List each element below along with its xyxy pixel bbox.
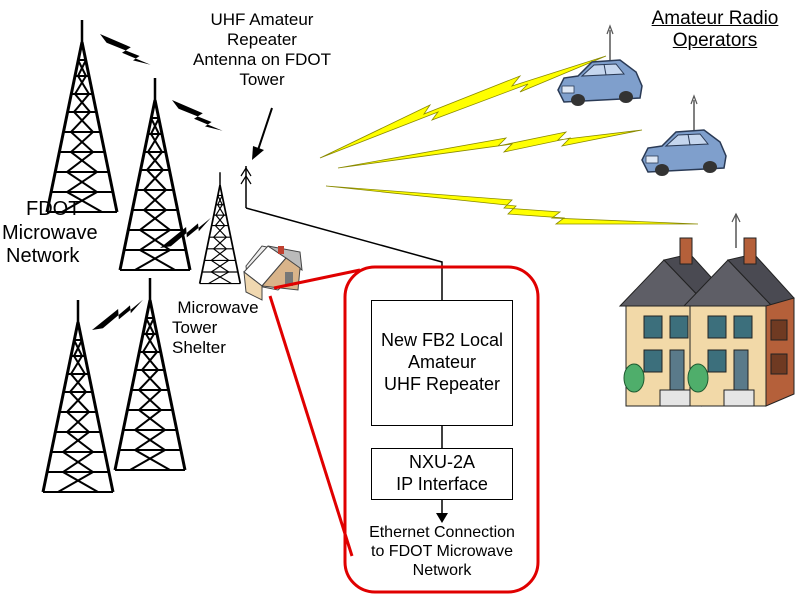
tower-icon bbox=[45, 18, 119, 214]
house-icon bbox=[683, 237, 795, 407]
repeater-box-line: UHF Repeater bbox=[383, 373, 501, 394]
lightning-icon bbox=[325, 185, 699, 225]
shelter-label-line: Shelter bbox=[172, 338, 226, 358]
shelter-icon bbox=[243, 245, 303, 301]
tower-icon bbox=[41, 298, 115, 494]
repeater-box-line: New FB2 Local bbox=[380, 330, 504, 351]
ethernet-label-line: to FDOT Microwave bbox=[371, 542, 513, 560]
connection-arrow bbox=[436, 426, 448, 523]
lightning-icon bbox=[172, 100, 223, 131]
antenna-icon bbox=[240, 166, 252, 208]
operators-label: Amateur Radio Operators bbox=[640, 8, 790, 53]
antenna-label-line: Antenna on FDOT bbox=[193, 50, 331, 70]
repeater-box-line: Amateur bbox=[407, 352, 477, 373]
antenna-pointer-arrow bbox=[252, 107, 273, 160]
network-label-line: FDOT bbox=[26, 198, 81, 220]
antenna-label-line: Tower bbox=[239, 70, 285, 90]
callout-frame bbox=[343, 265, 540, 594]
antenna-label-line: Repeater bbox=[227, 30, 297, 50]
antenna-feed-line bbox=[245, 207, 443, 300]
lightning-icon bbox=[92, 285, 143, 345]
network-label-line: Microwave bbox=[2, 221, 98, 244]
shelter-label: Microwave Tower Shelter bbox=[168, 298, 268, 358]
antenna-label-line: UHF Amateur bbox=[210, 10, 314, 29]
antenna-icon bbox=[731, 212, 741, 248]
lightning-icon bbox=[337, 129, 643, 169]
shelter-label-line: Microwave bbox=[177, 298, 259, 317]
car-icon bbox=[641, 95, 727, 177]
ethernet-label: Ethernet Connection to FDOT Microwave Ne… bbox=[346, 524, 538, 581]
antenna-label: UHF Amateur Repeater Antenna on FDOT Tow… bbox=[192, 10, 332, 90]
ethernet-label-line: Ethernet Connection bbox=[369, 524, 515, 541]
interface-box: NXU-2A IP Interface bbox=[371, 448, 513, 500]
repeater-box: New FB2 Local Amateur UHF Repeater bbox=[371, 300, 513, 426]
tower-icon bbox=[198, 171, 242, 285]
shelter-label-line: Tower bbox=[172, 318, 218, 338]
operators-label-line: Amateur Radio bbox=[651, 8, 779, 29]
network-label-line: Network bbox=[6, 245, 80, 268]
ethernet-label-line: Network bbox=[412, 561, 472, 579]
callout-zoom-lines bbox=[268, 268, 361, 557]
network-label: FDOT Microwave Network bbox=[2, 198, 112, 269]
lightning-icon bbox=[319, 55, 607, 159]
operators-label-line: Operators bbox=[672, 30, 758, 52]
car-icon bbox=[557, 25, 643, 107]
interface-box-line: IP Interface bbox=[396, 474, 488, 494]
lightning-icon bbox=[100, 34, 151, 65]
interface-box-line: NXU-2A bbox=[408, 452, 475, 473]
